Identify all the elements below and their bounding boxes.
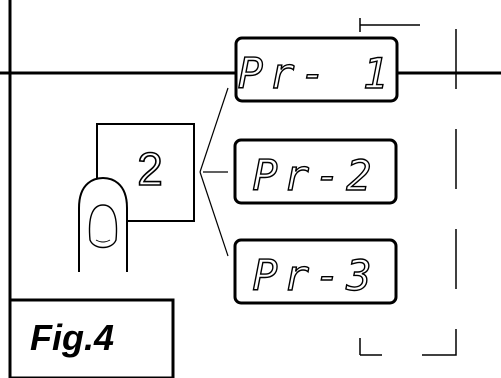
figure-label: Fig.4	[30, 317, 115, 358]
figure-label-box	[8, 298, 175, 378]
connector-line-1	[199, 87, 229, 173]
button-label: 2	[137, 143, 163, 195]
display-text-2: Pr-2	[252, 151, 377, 200]
display-pr-3	[233, 238, 398, 305]
connector-line-3	[199, 171, 229, 257]
fingernail	[88, 204, 118, 249]
display-text-1: Pr- 1	[238, 49, 394, 98]
right-bracket	[360, 24, 457, 356]
fingernail-crease	[95, 239, 111, 243]
display-pr-1	[234, 36, 399, 103]
display-text-3: Pr-3	[252, 251, 377, 300]
display-pr-2	[233, 138, 398, 205]
